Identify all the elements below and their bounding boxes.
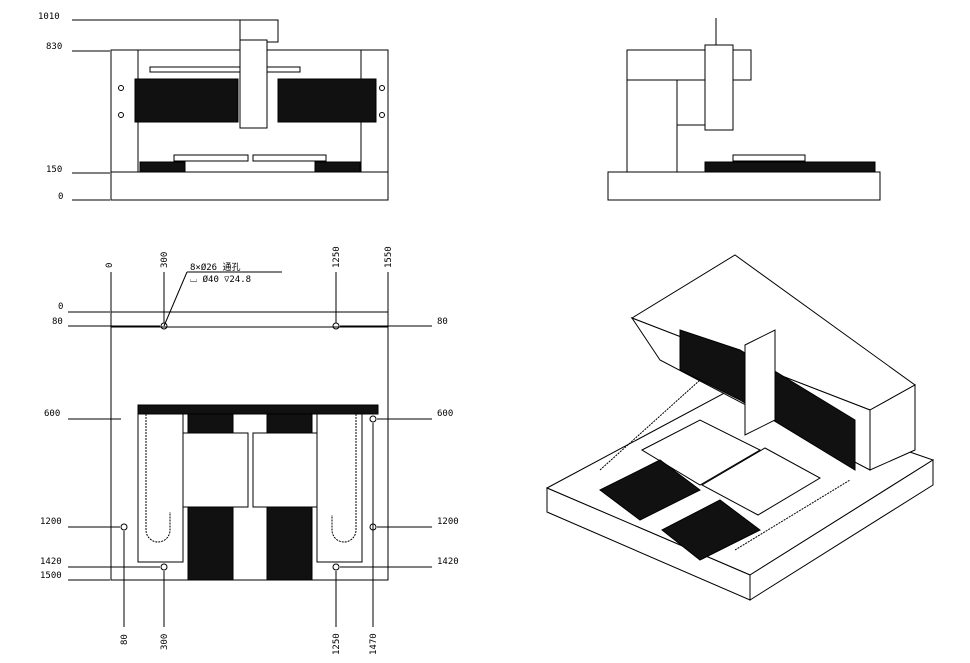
- dim-top-1550: 1550: [384, 246, 394, 268]
- dim-1010: 1010: [38, 12, 60, 22]
- bellows-left: [134, 78, 239, 123]
- isometric-view: [545, 254, 935, 601]
- dim-top-0: 0: [105, 263, 115, 268]
- front-view: 1010 830 150 0: [38, 12, 389, 202]
- side-view: [607, 18, 881, 201]
- hole-note-1: 8×Ø26 通孔: [190, 262, 241, 273]
- dim-830: 830: [46, 42, 62, 52]
- dim-left-1500: 1500: [40, 571, 62, 581]
- dim-left-1200: 1200: [40, 517, 62, 527]
- dim-150: 150: [46, 165, 62, 175]
- table-right: [252, 432, 328, 508]
- z-axis: [239, 39, 268, 129]
- gantry-plate: [239, 19, 279, 43]
- bellows-right: [277, 78, 377, 123]
- dim-bottom-80: 80: [120, 634, 130, 645]
- dim-left-1420: 1420: [40, 557, 62, 567]
- dim-left-80: 80: [52, 317, 63, 327]
- dim-top-300: 300: [160, 252, 170, 268]
- dim-right-600: 600: [437, 409, 453, 419]
- dim-right-1200: 1200: [437, 517, 459, 527]
- dim-bottom-300: 300: [160, 634, 170, 650]
- dim-left-600: 600: [44, 409, 60, 419]
- hole-note-2: ⌴ Ø40 ⊽24.8: [190, 274, 251, 285]
- front-base: [110, 171, 389, 201]
- dim-right-1420: 1420: [437, 557, 459, 567]
- dim-bottom-1470: 1470: [369, 633, 379, 655]
- mounting-holes: [120, 322, 377, 571]
- top-view: 0 300 1250 1550 8×Ø26 通孔 ⌴ Ø40 ⊽24.8 0 8…: [40, 246, 459, 655]
- dim-right-80: 80: [437, 317, 448, 327]
- dim-0: 0: [58, 192, 63, 202]
- dim-top-1250: 1250: [332, 246, 342, 268]
- side-base: [607, 171, 881, 201]
- dim-left-0: 0: [58, 302, 63, 312]
- dim-bottom-1250: 1250: [332, 633, 342, 655]
- table-left: [173, 432, 249, 508]
